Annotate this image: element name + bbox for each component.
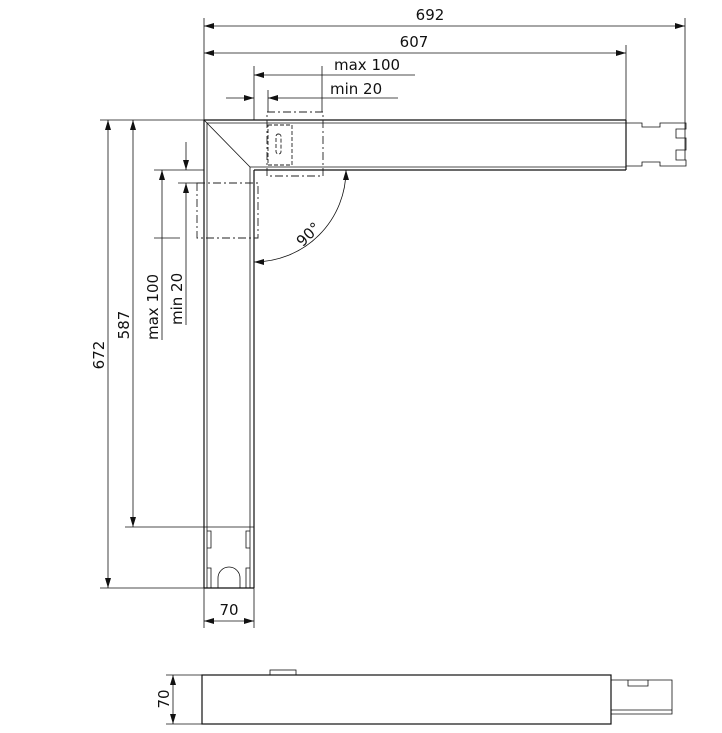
dim-min-20-h-label: min 20: [330, 80, 382, 98]
overlap-zone-v: [196, 182, 259, 239]
dimension-607: 607: [204, 33, 626, 56]
angle-label: 90°: [293, 219, 325, 251]
dimension-max-100-h: max 100: [254, 56, 415, 78]
dim-607-label: 607: [400, 33, 429, 51]
angle-90: 90°: [253, 169, 349, 265]
dim-max-100-h-label: max 100: [334, 56, 400, 74]
dimension-70-side: 70: [155, 675, 176, 724]
dimension-692: 692: [204, 6, 685, 29]
vertical-profile: [203, 120, 255, 589]
dim-692-label: 692: [416, 6, 445, 24]
dimension-min-20-h: min 20: [226, 80, 398, 101]
side-view-profile: [201, 669, 673, 725]
dim-max-100-v-label: max 100: [144, 274, 162, 340]
dim-min-20-v-label: min 20: [168, 273, 186, 325]
dimension-587: 587: [115, 120, 136, 527]
end-connector-h: [626, 122, 687, 167]
dimension-min-20-v: min 20: [168, 142, 189, 325]
dim-70-side-label: 70: [155, 689, 173, 708]
dimension-70-bottom: 70: [204, 601, 254, 624]
slot-hole: [275, 133, 282, 155]
end-connector-v: [207, 530, 250, 588]
extension-lines: [100, 18, 686, 725]
dimension-max-100-v: max 100: [144, 170, 165, 340]
dimension-672: 672: [90, 120, 111, 588]
horizontal-profile: [203, 119, 687, 171]
dim-587-label: 587: [115, 311, 133, 340]
overlap-zone-h: [266, 111, 324, 177]
dim-672-label: 672: [90, 341, 108, 370]
slot-insert: [267, 124, 293, 166]
dim-70-bottom-label: 70: [219, 601, 238, 619]
